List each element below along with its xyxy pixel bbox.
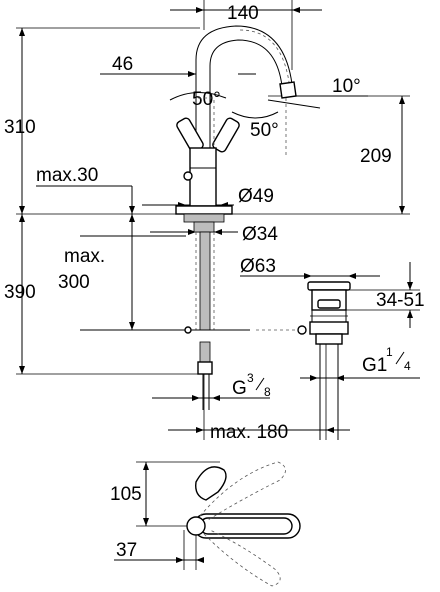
dim-dia63: Ø63 bbox=[240, 256, 380, 279]
dim-209-label: 209 bbox=[360, 146, 392, 167]
angle-annotations: 50° 50° 10° bbox=[169, 76, 368, 141]
dim-max180: max. 180 bbox=[168, 330, 350, 443]
dim-max300-label-2: 300 bbox=[58, 272, 90, 293]
top-view: 105 37 bbox=[110, 461, 301, 587]
faucet-elevation bbox=[175, 25, 307, 410]
dim-max30-label: max.30 bbox=[36, 165, 98, 186]
dim-dia63-label: Ø63 bbox=[240, 256, 276, 277]
dim-34-51: 34-51 bbox=[340, 262, 425, 328]
dim-34-51-label: 34-51 bbox=[376, 290, 425, 311]
dim-310-label: 310 bbox=[4, 117, 36, 138]
dim-140-label: 140 bbox=[227, 3, 259, 24]
dim-140: 140 bbox=[170, 3, 322, 24]
dim-max30: max.30 bbox=[36, 165, 135, 214]
g1-numerator: 1 bbox=[386, 345, 393, 359]
angle-50-lower: 50° bbox=[250, 120, 279, 141]
dim-max300: max. 300 bbox=[58, 214, 186, 331]
dim-310: 310 bbox=[4, 28, 36, 214]
dim-max300-label-1: max. bbox=[64, 246, 105, 267]
dim-390-label: 390 bbox=[4, 282, 36, 303]
dim-46: 46 bbox=[100, 54, 256, 77]
dim-dia49: Ø49 bbox=[142, 186, 274, 208]
dim-g-three-eighths: G 3 8 bbox=[152, 371, 271, 401]
dim-dia34-label: Ø34 bbox=[242, 224, 278, 245]
dim-dia49-label: Ø49 bbox=[238, 186, 274, 207]
waste-drain bbox=[307, 281, 351, 440]
dim-209: 209 bbox=[360, 96, 405, 214]
angle-10: 10° bbox=[332, 76, 361, 97]
dim-46-label: 46 bbox=[112, 54, 133, 75]
g38-denominator: 8 bbox=[264, 385, 271, 399]
dim-max180-label: max. 180 bbox=[210, 422, 288, 443]
g1-base: G1 bbox=[362, 355, 387, 376]
top-105-label: 105 bbox=[110, 484, 142, 505]
dim-390: 390 bbox=[4, 214, 36, 374]
g38-numerator: 3 bbox=[247, 371, 254, 385]
top-37-label: 37 bbox=[116, 540, 137, 561]
g38-base: G bbox=[232, 378, 247, 399]
g1-denominator: 4 bbox=[404, 359, 411, 373]
dim-g1-quarter: G1 1 4 bbox=[300, 345, 420, 381]
